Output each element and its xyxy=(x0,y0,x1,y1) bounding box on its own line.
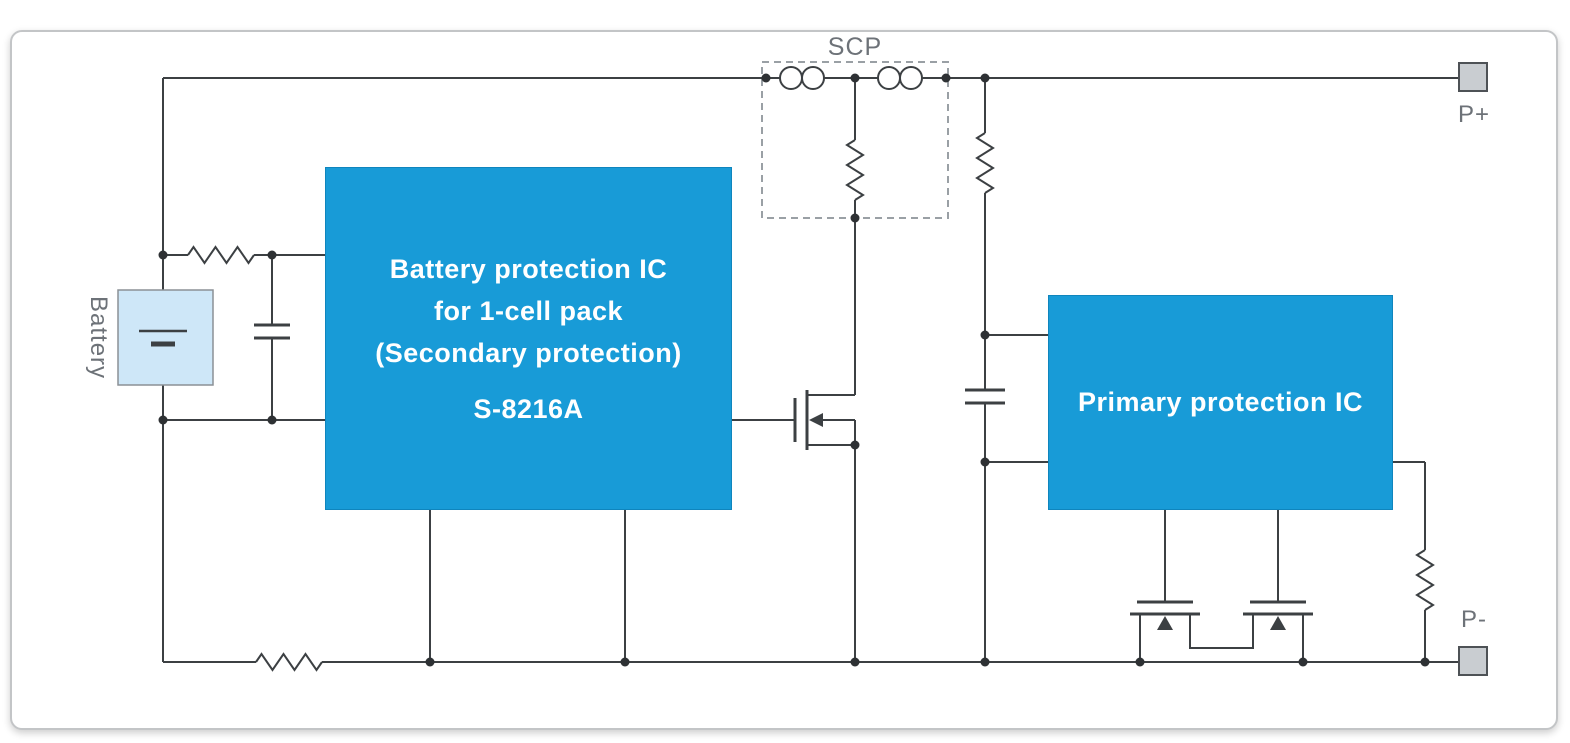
mosfet-body-arrow-icon xyxy=(809,413,823,427)
secondary-ic-line2: for 1-cell pack xyxy=(433,296,624,326)
sense-resistor xyxy=(975,132,995,194)
secondary-ic-ground-pins xyxy=(429,510,626,662)
wires xyxy=(162,77,1458,672)
bottom-series-resistor xyxy=(255,652,323,672)
battery-symbol xyxy=(117,289,214,386)
scp-label: SCP xyxy=(827,33,883,61)
fuse-coil-icon xyxy=(779,66,803,90)
secondary-ic-line3: (Secondary protection) xyxy=(375,338,682,368)
p-plus-terminal xyxy=(1458,62,1488,92)
primary-ic-gate-leads xyxy=(1164,510,1279,602)
scp-heater-resistor xyxy=(845,139,865,201)
power-fet-pair xyxy=(1130,600,1313,662)
primary-ic-supply-wires xyxy=(985,334,1048,463)
fuse-coil-icon xyxy=(877,66,901,90)
primary-protection-ic-box: Primary protection IC xyxy=(1048,295,1393,510)
p-plus-label: P+ xyxy=(1457,101,1491,128)
p-minus-terminal xyxy=(1458,646,1488,676)
capacitor-c2-plates xyxy=(965,388,1005,405)
capacitor-c1-plates xyxy=(254,323,290,340)
mosfet-heater-switch xyxy=(732,390,856,662)
fuse-coil-icon xyxy=(801,66,825,90)
pulldown-resistor xyxy=(1415,549,1435,611)
secondary-ic-part-number: S-8216A xyxy=(473,394,584,424)
mosfet-stubs xyxy=(807,394,855,446)
battery-label: Battery xyxy=(85,296,112,380)
scp-fuse-elements xyxy=(779,66,923,90)
p-minus-label: P- xyxy=(1461,606,1487,633)
pulldown-resistor-wire xyxy=(1393,461,1426,662)
fet-midpoint-link xyxy=(1189,614,1254,649)
vdd-resistor xyxy=(187,245,255,265)
primary-ic-label: Primary protection IC xyxy=(1077,387,1364,417)
junction-dots xyxy=(158,73,1430,667)
fet1-body-arrow-icon xyxy=(1157,616,1173,630)
secondary-protection-ic-box: Battery protection IC for 1-cell pack (S… xyxy=(325,167,732,510)
battery-box xyxy=(117,289,214,386)
secondary-ic-line1: Battery protection IC xyxy=(389,254,668,284)
fet2-body-arrow-icon xyxy=(1270,616,1286,630)
fuse-coil-icon xyxy=(899,66,923,90)
